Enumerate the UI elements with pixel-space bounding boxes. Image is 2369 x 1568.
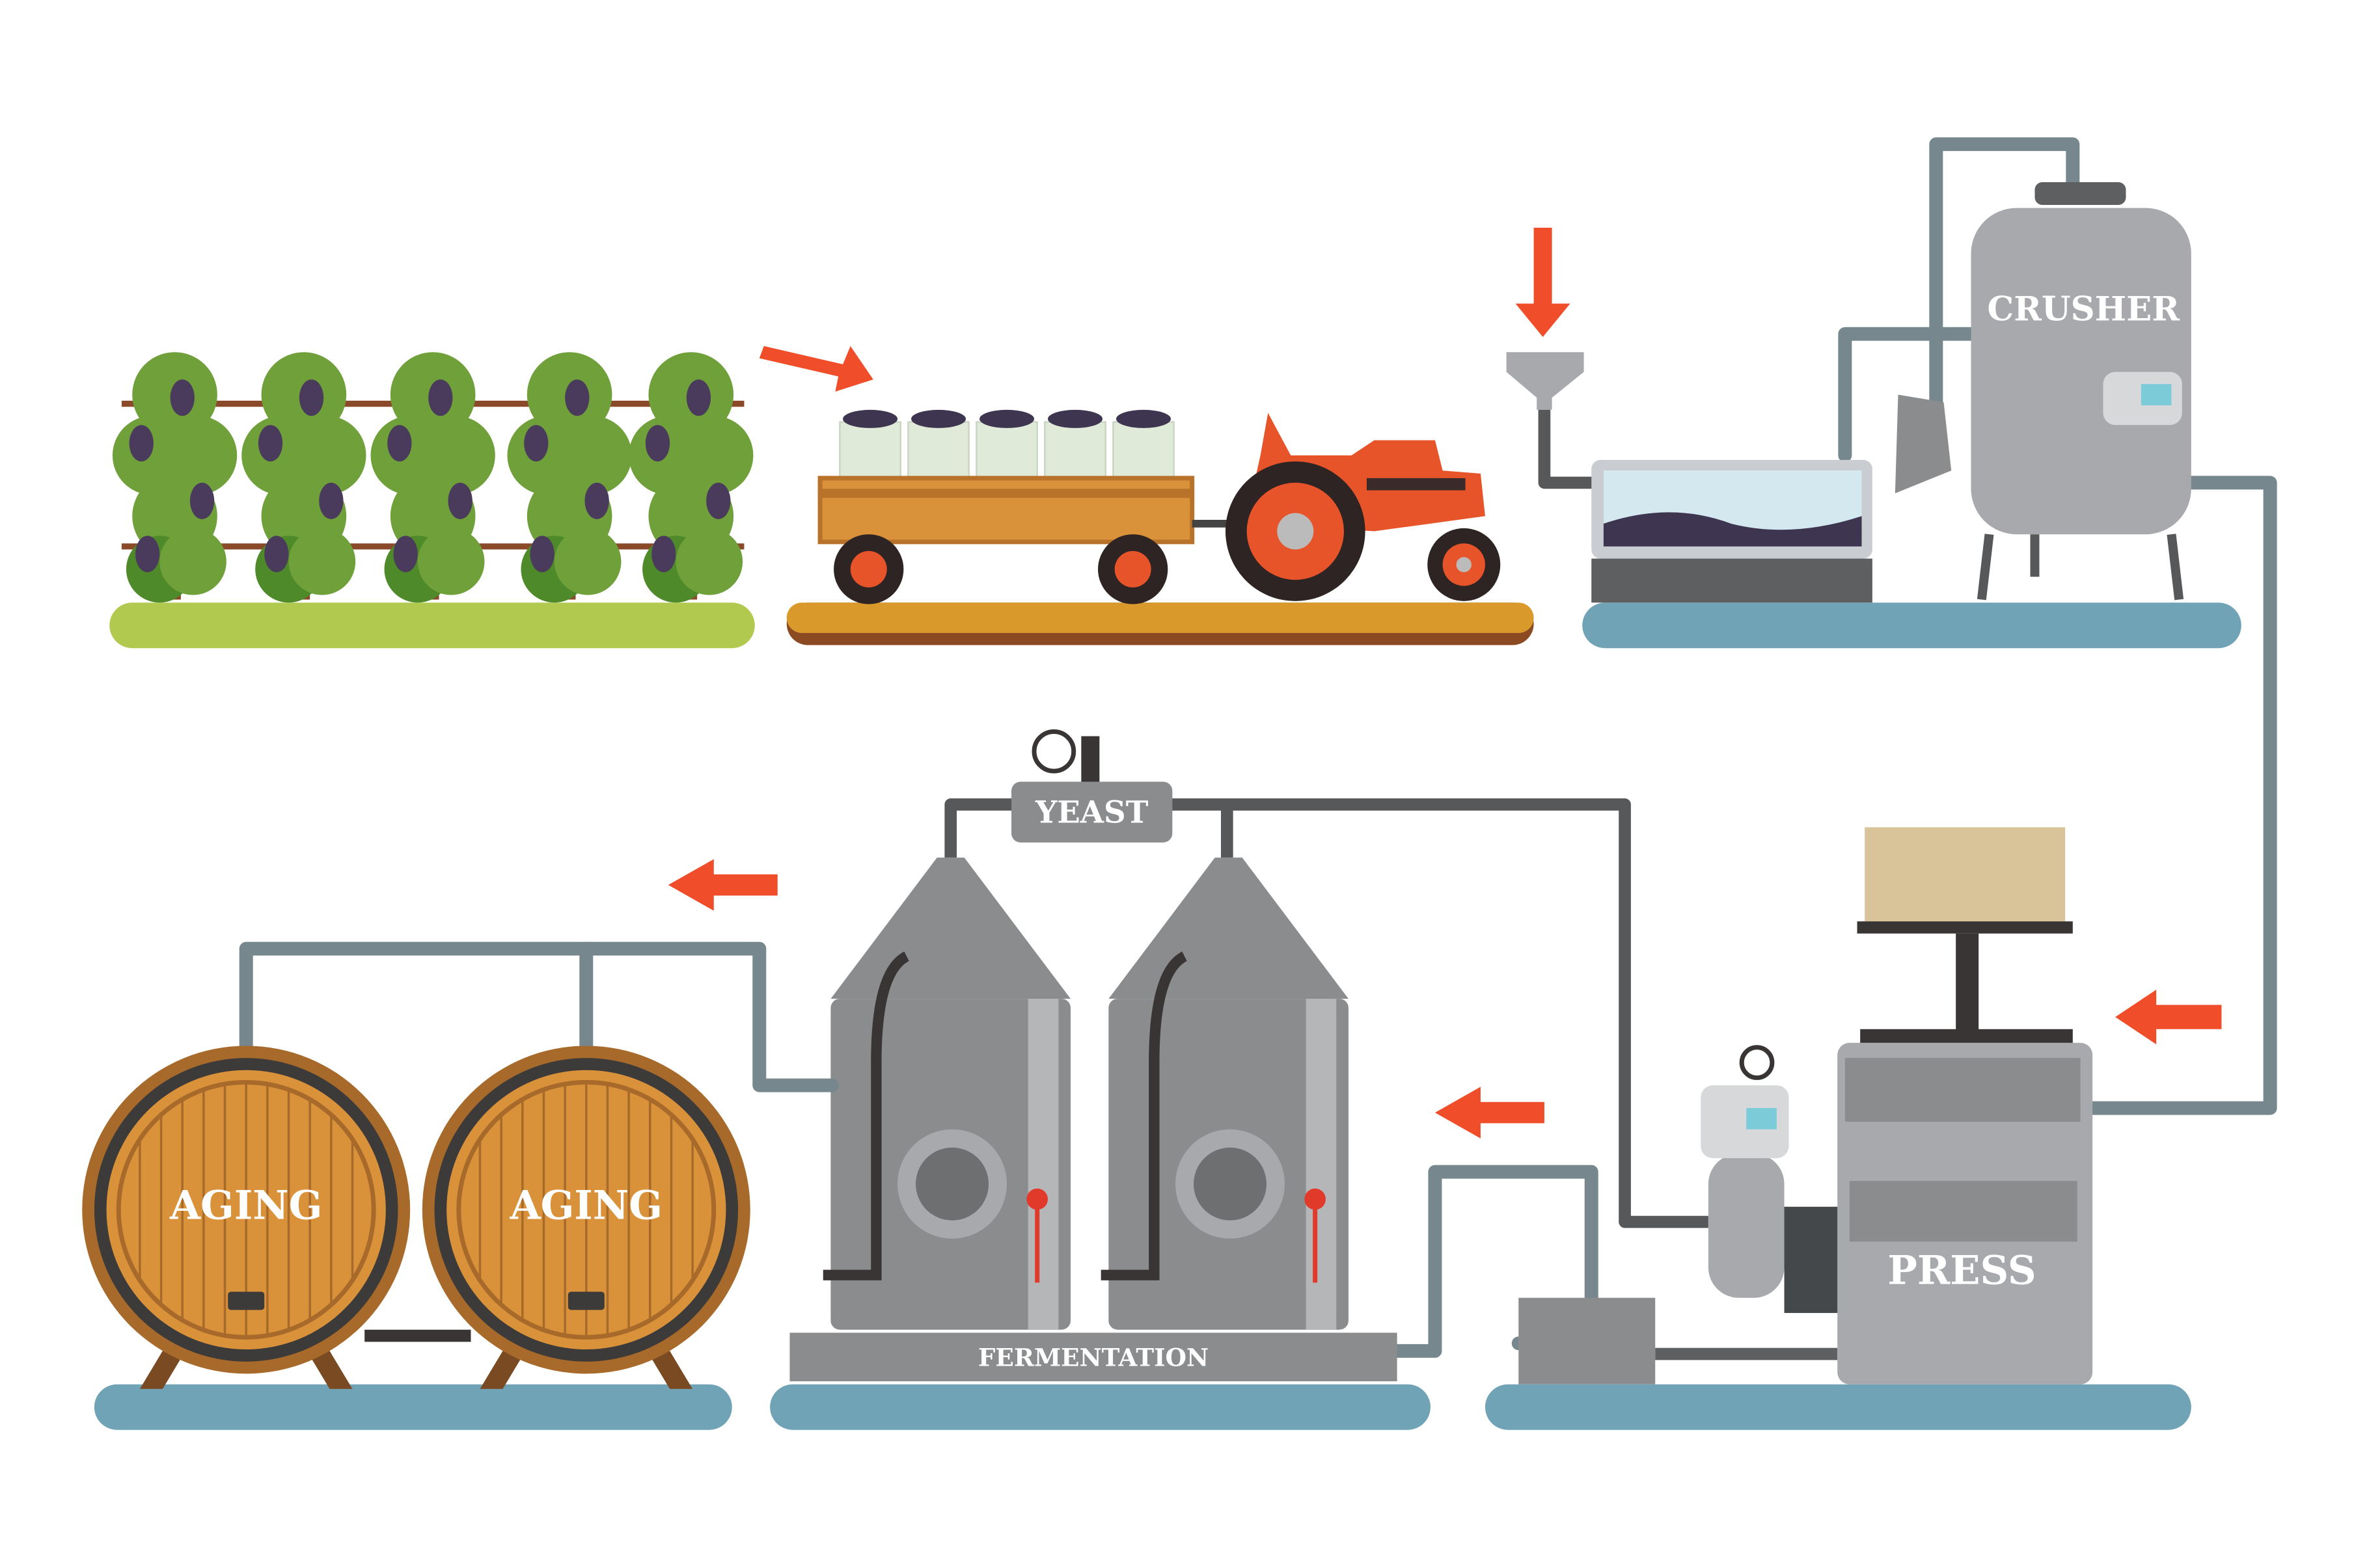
crusher-station: CRUSHER bbox=[1506, 137, 2277, 1115]
grape-crate bbox=[976, 409, 1038, 484]
grape-crate bbox=[1112, 409, 1175, 484]
arrow-left-icon bbox=[668, 859, 778, 911]
grape-cluster bbox=[524, 425, 549, 462]
press-plate-stack bbox=[1865, 827, 2066, 922]
yeast-tank bbox=[1011, 781, 1173, 843]
arrow-right-icon bbox=[759, 345, 873, 392]
gauge-icon bbox=[1739, 1045, 1775, 1080]
grapevine bbox=[370, 352, 495, 603]
tractor-small-wheel bbox=[1427, 528, 1501, 601]
grape-crate bbox=[1044, 409, 1106, 484]
barrel-tap bbox=[568, 1291, 605, 1310]
grape-cluster bbox=[189, 482, 215, 519]
grape-cluster bbox=[651, 535, 676, 573]
press-control-panel bbox=[1701, 1085, 1789, 1159]
fermentation-tank bbox=[823, 858, 1071, 1330]
arrow-down-icon bbox=[1515, 227, 1570, 337]
trailer-wheel bbox=[1098, 534, 1168, 604]
crusher-tank bbox=[1971, 208, 2191, 535]
press-label: PRESS bbox=[1887, 1248, 2036, 1294]
trailer bbox=[817, 476, 1195, 545]
grape-cluster bbox=[645, 425, 670, 462]
grape-cluster bbox=[129, 425, 154, 462]
arrow-left-icon bbox=[2115, 990, 2222, 1045]
pump bbox=[1518, 1297, 1656, 1385]
tractor-big-wheel bbox=[1225, 461, 1365, 601]
grape-crate bbox=[839, 409, 901, 484]
aging-label: AGING bbox=[510, 1182, 663, 1228]
press-station: PRESS bbox=[1169, 798, 2191, 1430]
grapevine bbox=[241, 352, 366, 603]
tap-valve bbox=[1026, 1188, 1048, 1210]
gauge-icon bbox=[1032, 729, 1076, 774]
aging-barrel: AGING bbox=[82, 1046, 411, 1389]
grape-cluster bbox=[387, 425, 412, 462]
grapevine bbox=[507, 352, 632, 603]
grape-cluster bbox=[319, 482, 344, 519]
press-platform bbox=[1485, 1384, 2191, 1430]
vineyard-ground bbox=[109, 602, 755, 649]
tap-valve bbox=[1304, 1188, 1326, 1210]
grape-cluster bbox=[264, 535, 289, 573]
aging-platform bbox=[94, 1384, 732, 1430]
fermentation-tank bbox=[1101, 858, 1349, 1330]
grape-cluster bbox=[299, 379, 324, 416]
tractor-with-trailer bbox=[786, 409, 1534, 645]
grapevine bbox=[112, 352, 238, 603]
fermentation-station: FERMENTATION YEAST bbox=[770, 729, 1431, 1430]
grape-cluster bbox=[428, 379, 453, 416]
grape-cluster bbox=[135, 535, 160, 573]
grape-cluster bbox=[565, 379, 590, 416]
trailer-wheel bbox=[834, 534, 904, 604]
grape-cluster bbox=[258, 425, 283, 462]
aging-station: AGING AGING bbox=[82, 941, 840, 1430]
fermentation-platform bbox=[770, 1384, 1431, 1430]
grape-cluster bbox=[686, 379, 711, 416]
hopper-funnel bbox=[1506, 352, 1584, 410]
aging-barrel: AGING bbox=[422, 1046, 750, 1389]
crusher-platform bbox=[1582, 602, 2241, 649]
vineyard bbox=[109, 352, 755, 649]
crusher-label: CRUSHER bbox=[1987, 290, 2180, 329]
fermentation-label: FERMENTATION bbox=[978, 1344, 1209, 1372]
arrow-left-icon bbox=[1434, 1087, 1544, 1139]
barrel-tap bbox=[228, 1291, 265, 1310]
grape-cluster bbox=[706, 482, 731, 519]
grape-cluster bbox=[393, 535, 418, 573]
fermentation-tray bbox=[789, 1332, 1397, 1382]
grape-cluster bbox=[530, 535, 555, 573]
yeast-label: YEAST bbox=[1035, 794, 1149, 830]
aging-label: AGING bbox=[169, 1182, 322, 1228]
grapevine bbox=[629, 352, 754, 603]
grape-cluster bbox=[448, 482, 472, 519]
grape-crate bbox=[907, 409, 970, 484]
grape-cluster bbox=[170, 379, 195, 416]
grape-cluster bbox=[584, 482, 609, 519]
pipe-crusher-to-press bbox=[2085, 476, 2277, 1115]
